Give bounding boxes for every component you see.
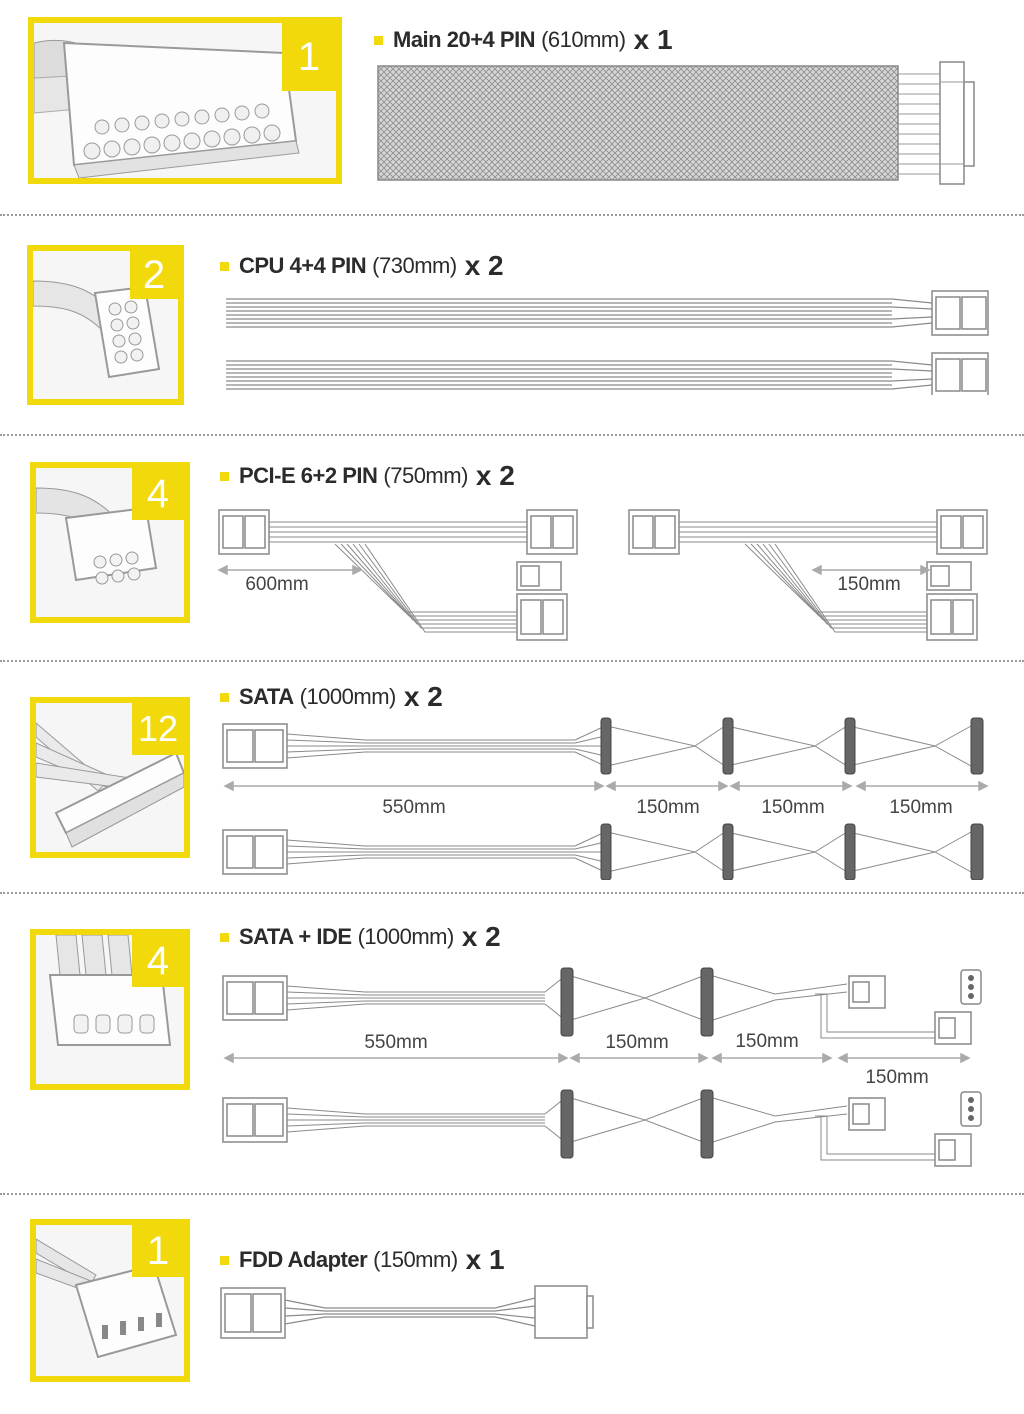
- dimension-label: 150mm: [605, 1032, 669, 1053]
- dimension-label: 600mm: [245, 574, 309, 595]
- pcie-cable-diagram: [217, 509, 988, 641]
- cable-quantity: x 2: [403, 681, 443, 712]
- bullet-icon: [220, 471, 229, 481]
- cable-length: (150mm): [373, 1247, 458, 1272]
- quantity-badge: 1: [132, 1225, 184, 1277]
- cable-title: FDD Adapter (150mm) x 1: [220, 1243, 505, 1277]
- cable-name: Main 20+4 PIN: [393, 27, 536, 52]
- cpu-cable-diagram: [226, 290, 989, 395]
- pcie-6pin-connector-icon: 4: [30, 462, 190, 623]
- cable-name: CPU 4+4 PIN: [239, 253, 367, 278]
- section-divider: [0, 434, 1024, 436]
- dimension-label: 550mm: [382, 797, 446, 818]
- dimension-label: 550mm: [364, 1032, 428, 1053]
- cable-length: (610mm): [541, 27, 626, 52]
- dimension-label: 150mm: [735, 1031, 799, 1052]
- cable-title: CPU 4+4 PIN (730mm) x 2: [220, 249, 504, 283]
- dimension-label: 150mm: [837, 574, 901, 595]
- dimension-label: 150mm: [889, 797, 953, 818]
- quantity-badge: 4: [132, 468, 184, 520]
- dimension-label: 150mm: [865, 1067, 929, 1088]
- cable-quantity: x 2: [461, 921, 501, 952]
- cable-name: PCI-E 6+2 PIN: [239, 463, 378, 488]
- dimension-label: 150mm: [761, 797, 825, 818]
- cable-name: SATA: [239, 684, 294, 709]
- cable-title: SATA (1000mm) x 2: [220, 680, 443, 714]
- eps-8pin-connector-icon: 2: [27, 245, 184, 405]
- cable-length: (1000mm): [357, 924, 455, 949]
- cable-length: (750mm): [383, 463, 468, 488]
- cable-length: (1000mm): [299, 684, 397, 709]
- cable-title: Main 20+4 PIN (610mm) x 1: [374, 23, 673, 57]
- bullet-icon: [220, 261, 229, 271]
- fdd-4pin-connector-icon: 1: [30, 1219, 190, 1382]
- dimension-label: 150mm: [636, 797, 700, 818]
- bullet-icon: [220, 692, 229, 702]
- cable-quantity: x 2: [464, 250, 504, 281]
- cable-name: FDD Adapter: [239, 1247, 368, 1272]
- sata-cable-diagram: [222, 717, 989, 880]
- cable-quantity: x 1: [633, 24, 673, 55]
- sata-connector-icon: 12: [30, 697, 190, 858]
- cable-title: SATA + IDE (1000mm) x 2: [220, 920, 501, 954]
- atx-24pin-connector-icon: 1: [28, 17, 342, 184]
- cable-length: (730mm): [372, 253, 457, 278]
- quantity-badge: 12: [132, 703, 184, 755]
- section-divider: [0, 660, 1024, 662]
- bullet-icon: [374, 35, 383, 45]
- cable-title: PCI-E 6+2 PIN (750mm) x 2: [220, 459, 515, 493]
- quantity-badge: 4: [132, 935, 184, 987]
- fdd-adapter-diagram: [220, 1285, 594, 1339]
- sata-ide-cable-diagram: [222, 967, 982, 1167]
- quantity-badge: 1: [282, 23, 336, 91]
- quantity-badge: 2: [130, 251, 178, 299]
- section-divider: [0, 214, 1024, 216]
- section-divider: [0, 892, 1024, 894]
- molex-4pin-connector-icon: 4: [30, 929, 190, 1090]
- section-divider: [0, 1193, 1024, 1195]
- bullet-icon: [220, 932, 229, 942]
- bullet-icon: [220, 1255, 229, 1265]
- cable-name: SATA + IDE: [239, 924, 352, 949]
- cable-quantity: x 2: [475, 460, 515, 491]
- cable-quantity: x 1: [465, 1244, 505, 1275]
- main-24pin-cable-diagram: [377, 61, 975, 185]
